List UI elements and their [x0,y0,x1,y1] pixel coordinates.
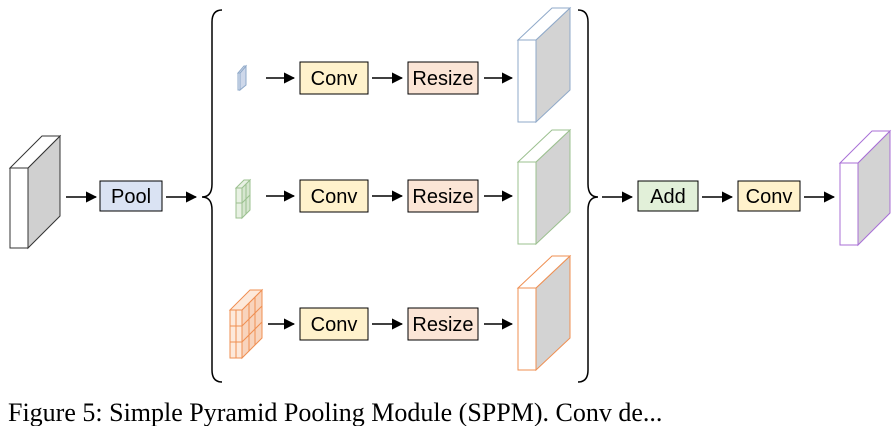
pooled-grid-2x2 [234,178,252,220]
conv-block-2: Conv [299,179,369,213]
conv-label-2: Conv [311,186,358,208]
conv-block-3: Conv [299,307,369,341]
branch-row-1: Conv Resize [236,6,572,124]
final-conv-label: Conv [746,186,793,208]
pool-block: Pool [99,180,163,212]
resize-label-1: Resize [412,68,473,90]
upsampled-map-1 [516,6,572,124]
add-block: Add [637,180,699,212]
pooled-grid-3x3 [228,288,264,360]
conv-block-1: Conv [299,61,369,95]
resize-block-2: Resize [407,179,479,213]
conv-label-1: Conv [311,68,358,90]
resize-label-3: Resize [412,314,473,336]
upsampled-map-3 [516,254,572,372]
pooled-grid-1x1 [236,64,248,92]
branch-row-3: Conv Resize [228,254,572,372]
sppm-diagram: Pool Conv Resize [8,6,892,383]
left-brace [201,9,223,383]
conv-label-3: Conv [311,314,358,336]
input-feature-map [8,134,62,250]
pool-label: Pool [111,186,151,208]
resize-block-3: Resize [407,307,479,341]
add-label: Add [650,186,686,208]
branch-row-2: Conv Resize [234,128,572,246]
upsampled-map-2 [516,128,572,246]
final-conv-block: Conv [737,180,801,212]
figure-caption: Figure 5: Simple Pyramid Pooling Module … [8,398,663,426]
right-brace [577,9,599,383]
resize-label-2: Resize [412,186,473,208]
output-feature-map [838,129,892,247]
resize-block-1: Resize [407,61,479,95]
